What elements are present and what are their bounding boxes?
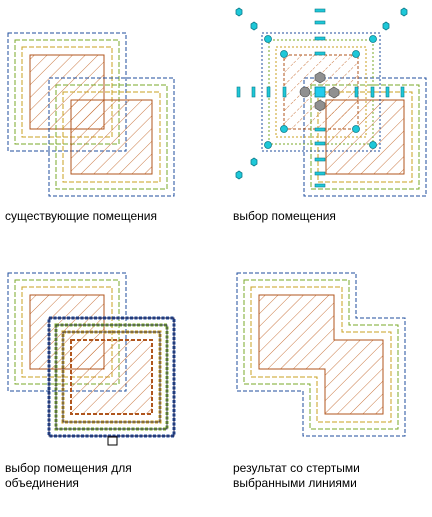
caption-room-selection: выбор помещения: [233, 209, 336, 223]
grip-round-4: [352, 50, 360, 58]
pick-box-cursor: [107, 436, 118, 446]
grip-hex-2: [400, 7, 408, 17]
caption-merge-selection: выбор помещения для объединения: [5, 461, 132, 490]
room-right-highlighted[interactable]: [47, 316, 176, 438]
grip-hex-4: [382, 21, 390, 31]
grip-hex-3: [250, 21, 258, 31]
grip-round-5: [280, 125, 288, 133]
caption-existing-rooms: существующие помещения: [5, 209, 157, 223]
grip-hex-5: [235, 170, 243, 180]
grip-hex-6: [250, 157, 258, 167]
caption-merged-result: результат со стертыми выбранными линиями: [233, 461, 360, 490]
grip-round-7: [264, 141, 272, 149]
grip-round-2: [369, 35, 377, 43]
room-right: [48, 77, 175, 197]
merged-room: [236, 272, 406, 437]
grip-hex-1: [235, 7, 243, 17]
grip-round-8: [369, 141, 377, 149]
grip-round-6: [352, 125, 360, 133]
grip-round-3: [280, 50, 288, 58]
center-grips[interactable]: [299, 71, 340, 112]
edit-grips[interactable]: [235, 7, 408, 188]
grip-round-1: [264, 35, 272, 43]
